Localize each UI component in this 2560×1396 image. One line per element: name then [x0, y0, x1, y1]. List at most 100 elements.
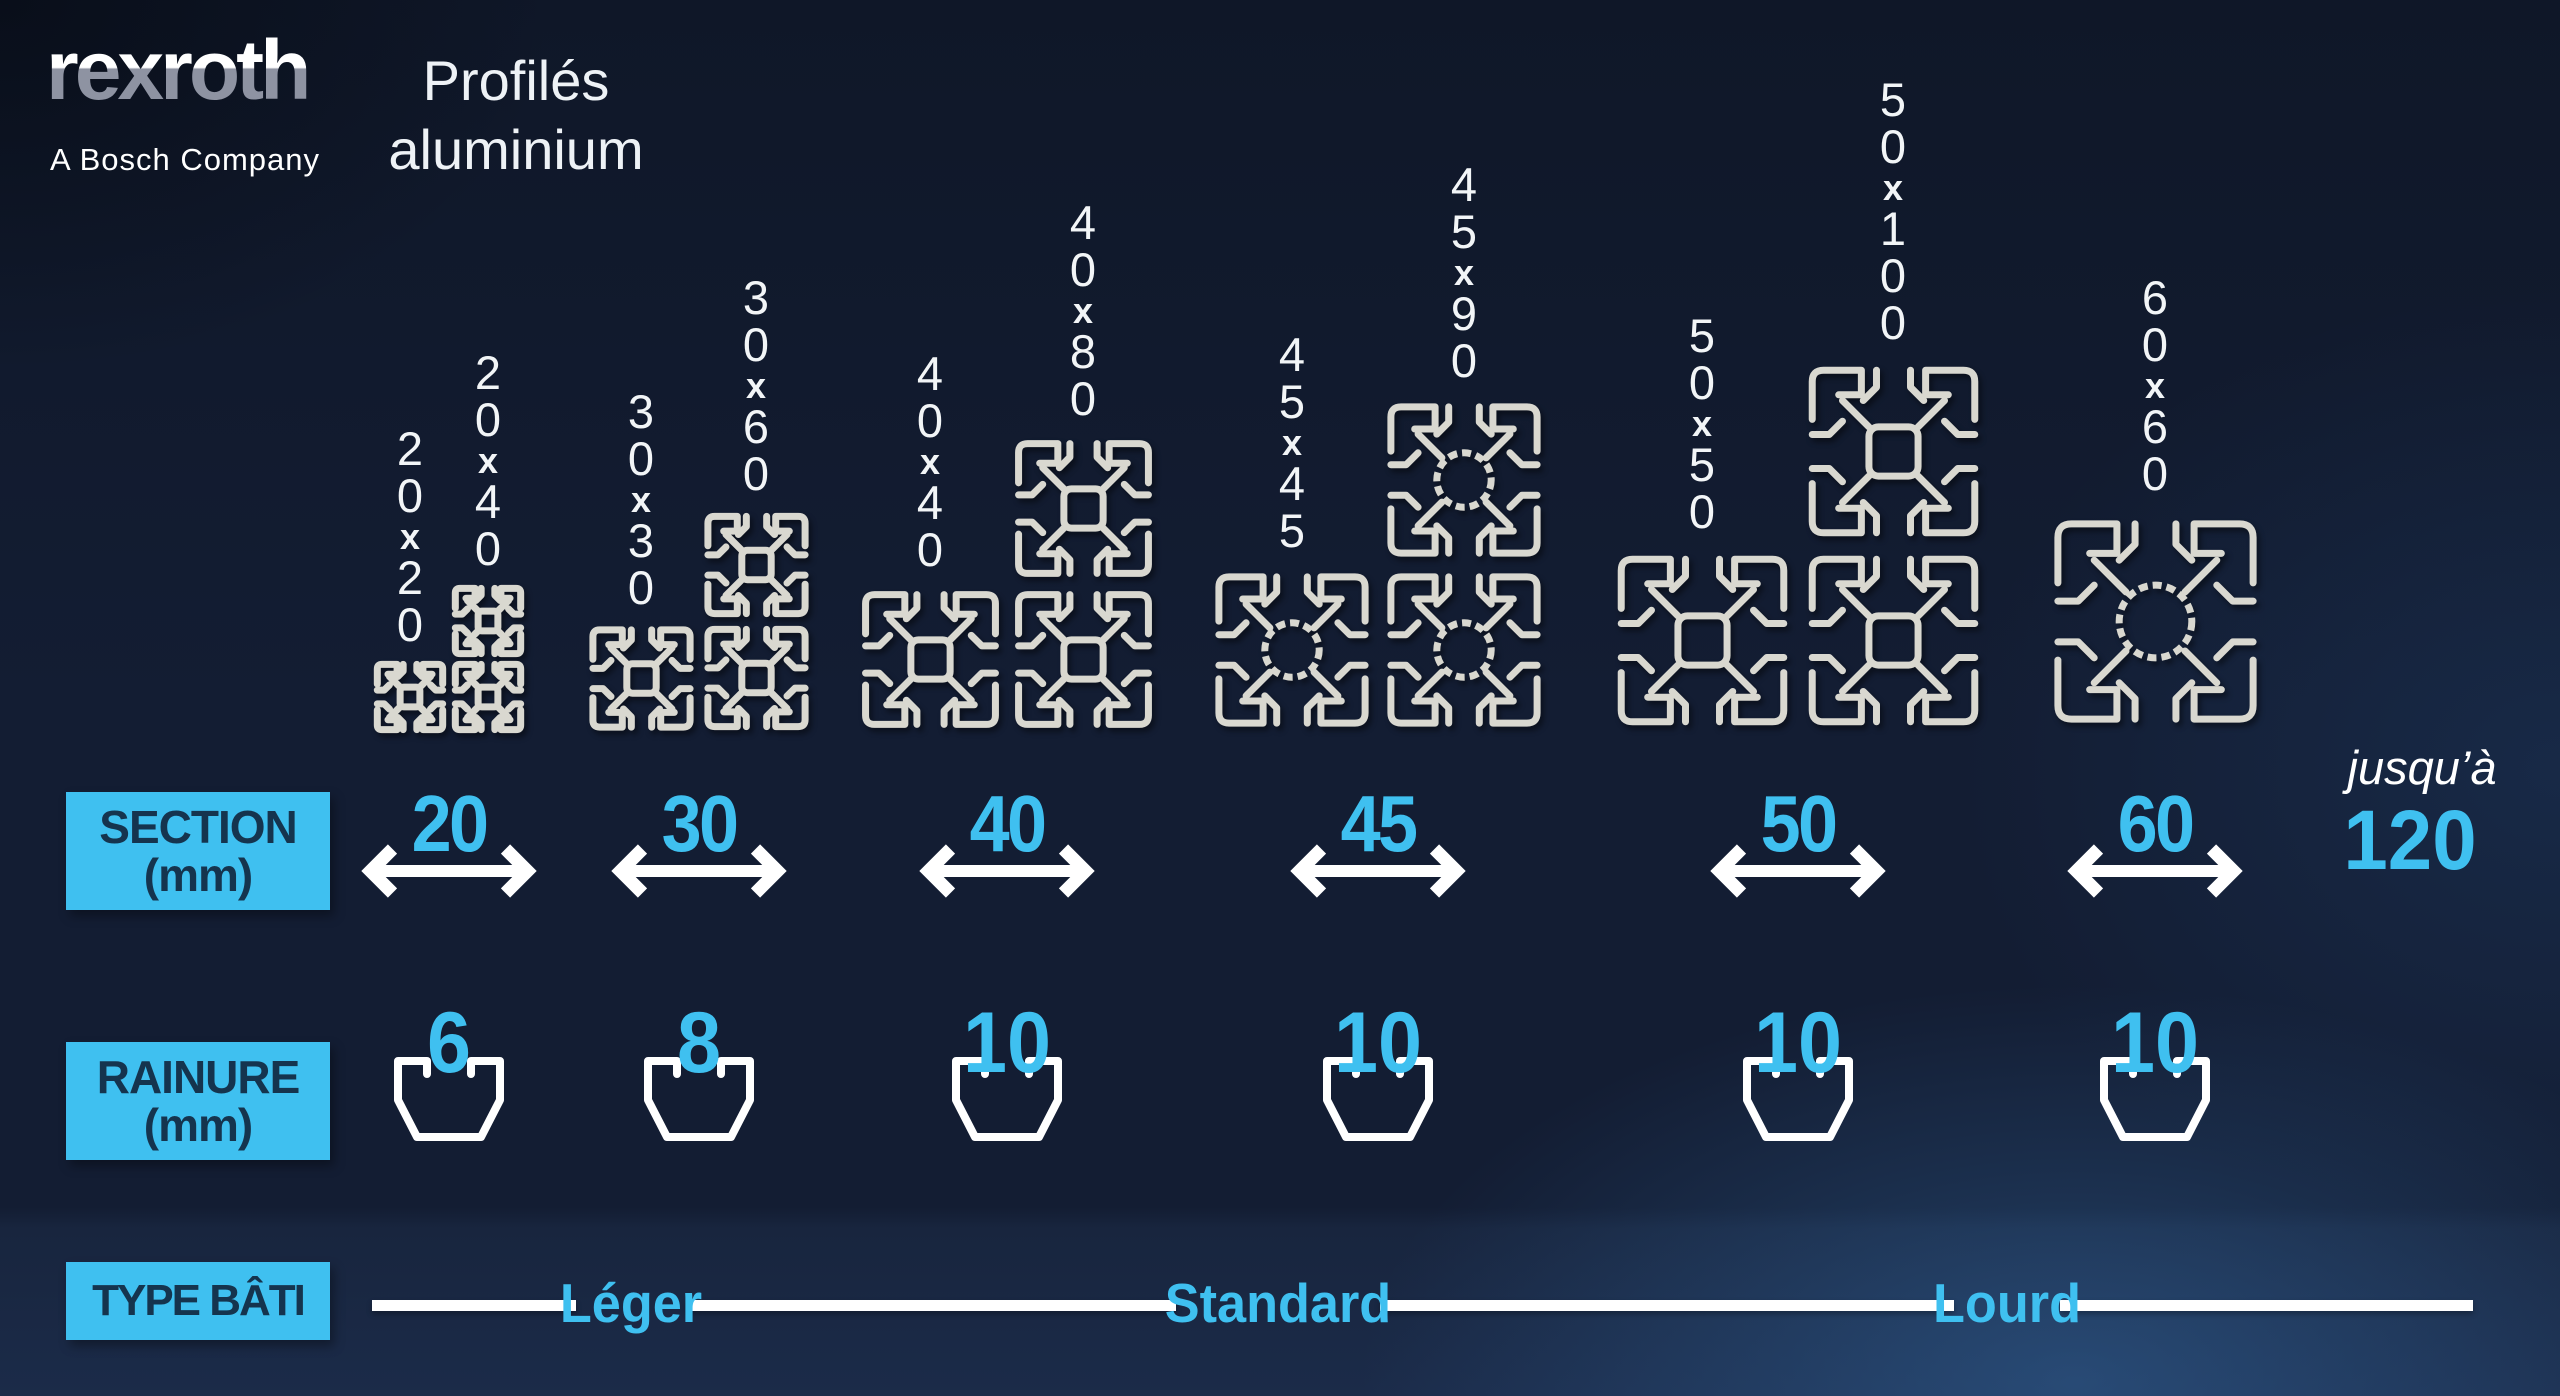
profile-label-45x90: 45x90	[1437, 158, 1491, 381]
type-line-segment	[1380, 1300, 1954, 1311]
max-section-value: 120	[2343, 793, 2477, 887]
type-bati-value-standard: Standard	[1164, 1272, 1392, 1334]
profile-label-45x45: 45x45	[1265, 328, 1319, 551]
type-bati-value-leger: Léger	[559, 1272, 703, 1334]
profile-drawing-50x100	[1799, 357, 1988, 735]
section-width-arrow-50	[1710, 844, 1886, 898]
rainure-value-40: 10	[962, 995, 1052, 1091]
profile-width: 40	[903, 347, 957, 441]
section-width-arrow-40	[919, 844, 1095, 898]
profile-width: 45	[1437, 158, 1491, 252]
profile-x-separator: x	[1271, 422, 1313, 457]
rexroth-logo: rexroth	[46, 23, 311, 117]
rainure-groove-icon-60	[2100, 1057, 2210, 1141]
profile-drawing-45x90	[1379, 395, 1549, 735]
section-width-arrow-45	[1290, 844, 1466, 898]
rainure-value-20: 6	[426, 995, 472, 1091]
section-row-label: SECTION	[99, 800, 297, 853]
profile-width: 60	[2128, 271, 2182, 365]
profile-drawing-50x50	[1608, 546, 1797, 735]
rainure-groove-icon-40	[952, 1057, 1062, 1141]
rainure-groove-icon-45	[1323, 1057, 1433, 1141]
profile-x-separator: x	[467, 440, 509, 475]
profile-width: 20	[461, 346, 515, 440]
profile-x-separator: x	[1062, 290, 1104, 325]
profile-label-30x30: 30x30	[614, 385, 668, 608]
profile-x-separator: x	[909, 441, 951, 476]
profile-x-separator: x	[1443, 252, 1485, 287]
profile-drawing-20x40	[450, 583, 526, 735]
profile-height: 60	[729, 400, 783, 494]
type-line-segment	[686, 1300, 1176, 1311]
page-title: Profilés aluminium	[382, 46, 650, 185]
rainure-row-header: RAINURE (mm)	[66, 1042, 330, 1160]
profile-label-20x40: 20x40	[461, 346, 515, 569]
profile-height: 80	[1056, 325, 1110, 419]
rainure-row-unit: (mm)	[143, 1099, 253, 1151]
type-bati-row-header: TYPE BÂTI	[66, 1262, 330, 1340]
profile-label-60x60: 60x60	[2128, 271, 2182, 494]
section-width-arrow-20	[361, 844, 537, 898]
profile-x-separator: x	[389, 516, 431, 551]
type-bati-value-lourd: Lourd	[1932, 1272, 2082, 1334]
profile-drawing-30x30	[585, 622, 698, 735]
profile-width: 30	[614, 385, 668, 479]
profile-height: 30	[614, 514, 668, 608]
profile-x-separator: x	[735, 365, 777, 400]
profile-width: 20	[383, 422, 437, 516]
profile-drawing-40x80	[1008, 433, 1159, 735]
bosch-tagline: A Bosch Company	[50, 142, 321, 177]
profile-label-30x60: 30x60	[729, 271, 783, 494]
profile-label-40x80: 40x80	[1056, 196, 1110, 419]
profile-x-separator: x	[620, 479, 662, 514]
profile-height: 50	[1675, 438, 1729, 532]
profile-label-50x100: 50x100	[1866, 73, 1920, 343]
page-title-line2: aluminium	[388, 118, 644, 182]
section-value-60: 60	[2117, 779, 2195, 868]
max-section-prefix: jusqu’à	[2347, 741, 2497, 794]
profile-height: 45	[1265, 457, 1319, 551]
rainure-groove-icon-50	[1743, 1057, 1853, 1141]
profile-width: 30	[729, 271, 783, 365]
section-value-45: 45	[1340, 779, 1418, 868]
profile-width: 40	[1056, 196, 1110, 290]
profile-label-20x20: 20x20	[383, 422, 437, 645]
section-value-50: 50	[1760, 779, 1838, 868]
profile-drawing-45x45	[1207, 565, 1377, 735]
rainure-groove-icon-20	[394, 1057, 504, 1141]
section-value-40: 40	[969, 779, 1047, 868]
section-row-unit: (mm)	[143, 849, 253, 901]
profile-height: 60	[2128, 400, 2182, 494]
page-title-line1: Profilés	[422, 49, 610, 112]
type-line-segment	[372, 1300, 576, 1311]
profile-height: 100	[1866, 202, 1920, 343]
rainure-value-50: 10	[1753, 995, 1843, 1091]
profile-height: 20	[383, 551, 437, 645]
rainure-value-60: 10	[2110, 995, 2200, 1091]
section-width-arrow-30	[611, 844, 787, 898]
section-value-20: 20	[411, 779, 489, 868]
profile-x-separator: x	[1681, 403, 1723, 438]
profile-drawing-30x60	[700, 508, 813, 735]
type-line-segment	[2060, 1300, 2473, 1311]
profile-width: 45	[1265, 328, 1319, 422]
rainure-value-45: 10	[1333, 995, 1423, 1091]
rainure-row-label: RAINURE	[96, 1050, 301, 1103]
profile-height: 40	[903, 476, 957, 570]
profile-width: 50	[1675, 309, 1729, 403]
profile-height: 40	[461, 475, 515, 569]
profile-height: 90	[1437, 287, 1491, 381]
section-width-arrow-60	[2067, 844, 2243, 898]
type-bati-row-label: TYPE BÂTI	[92, 1275, 306, 1325]
profile-label-40x40: 40x40	[903, 347, 957, 570]
profile-drawing-60x60	[2042, 508, 2269, 735]
section-row-header: SECTION (mm)	[66, 792, 330, 910]
profile-label-50x50: 50x50	[1675, 309, 1729, 532]
rainure-value-30: 8	[676, 995, 722, 1091]
rainure-groove-icon-30	[644, 1057, 754, 1141]
profile-drawing-40x40	[855, 584, 1006, 735]
profile-x-separator: x	[1872, 167, 1914, 202]
profile-width: 50	[1866, 73, 1920, 167]
section-value-30: 30	[661, 779, 739, 868]
